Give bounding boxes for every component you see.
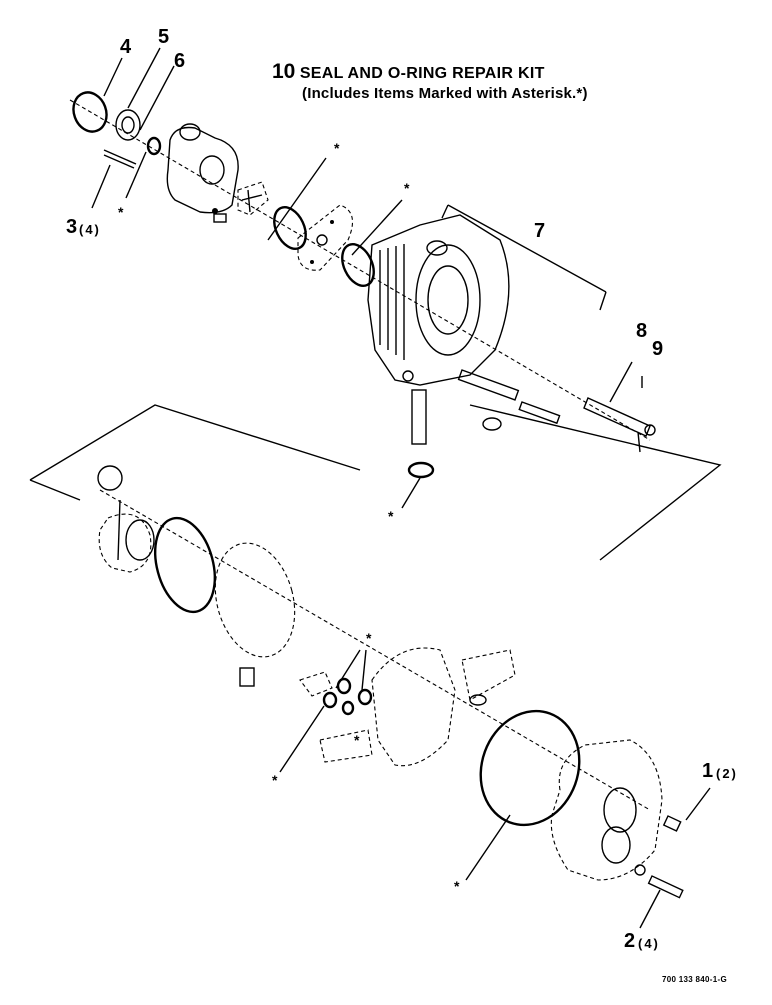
kit-title-block: 10 SEAL AND O-RING REPAIR KIT (Includes … (272, 60, 588, 102)
callout-3-qty: (4) (79, 222, 101, 237)
gear-ring-part (154, 516, 216, 614)
bearing-ring-part (214, 542, 296, 687)
asterisk-marker: * (354, 732, 360, 748)
shaft-coupling-part (213, 181, 269, 223)
lower-axis-line (99, 489, 651, 811)
callout-2-qty: (4) (638, 936, 660, 951)
wear-plate-part (297, 204, 354, 271)
retaining-ring-part (72, 91, 108, 133)
port-plate-part (371, 647, 516, 767)
pump-housing-part (367, 214, 510, 386)
asterisk-marker: * (388, 508, 394, 524)
housing-pins-part (407, 369, 561, 479)
back-cover-part (550, 739, 663, 881)
shaft-part (583, 376, 656, 453)
callout-1: 1 (702, 760, 714, 782)
connection-plane-outline (29, 404, 722, 561)
kit-title: SEAL AND O-RING REPAIR KIT (299, 65, 545, 82)
upper-axis-line (69, 99, 651, 441)
o-ring-part-2 (341, 243, 375, 287)
asterisk-marker: * (404, 180, 410, 196)
callout-5: 5 (158, 26, 170, 48)
figure-id: 700 133 840-1-G (662, 975, 727, 984)
asterisk-marker: * (334, 140, 340, 156)
end-cover-part (166, 123, 239, 214)
asterisk-marker: * (118, 204, 124, 220)
callout-4: 4 (120, 36, 132, 58)
asterisk-marker: * (272, 772, 278, 788)
callout-2: 2 (624, 930, 636, 952)
kit-number: 10 (272, 60, 296, 83)
o-ring-part (273, 206, 307, 250)
callout-9: 9 (652, 338, 664, 360)
large-o-ring-part (479, 709, 581, 827)
callout-7: 7 (534, 220, 546, 242)
callout-3: 3 (66, 216, 78, 238)
item-7-bracket (441, 204, 607, 311)
asterisk-marker: * (366, 630, 372, 646)
callout-6: 6 (174, 50, 186, 72)
asterisk-marker: * (454, 878, 460, 894)
cover-bolt-part (634, 815, 684, 899)
callout-8: 8 (636, 320, 648, 342)
bearing-part (103, 109, 162, 169)
callout-1-qty: (2) (716, 766, 738, 781)
leader-lines (91, 47, 711, 929)
kit-subtitle: (Includes Items Marked with Asterisk.*) (302, 85, 588, 102)
small-seals-part (299, 671, 373, 763)
cam-ring-part (97, 465, 155, 573)
